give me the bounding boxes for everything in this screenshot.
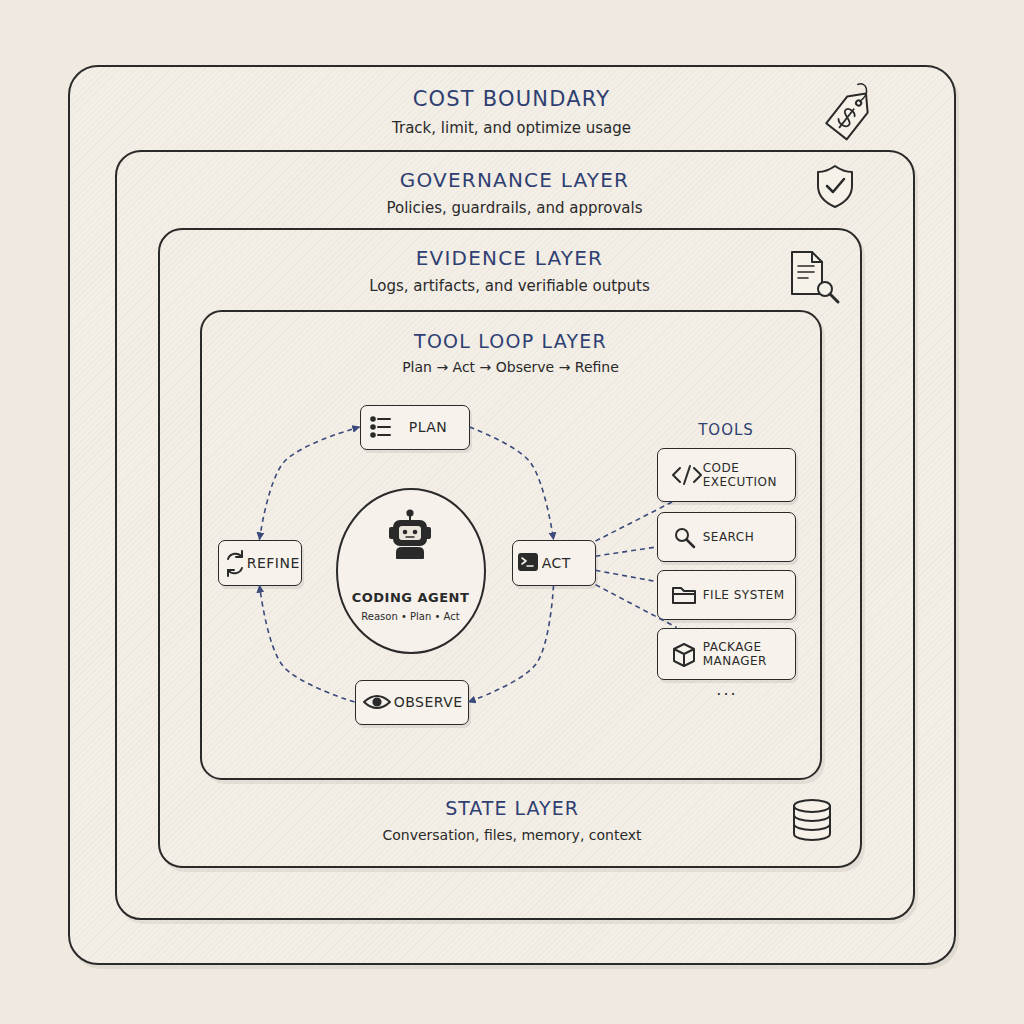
tool-label: FILE SYSTEM <box>703 587 791 601</box>
layer-subtitle: Logs, artifacts, and verifiable outputs <box>160 277 860 295</box>
layer-subtitle: Conversation, files, memory, context <box>262 827 762 844</box>
agent-circle: CODING AGENT Reason • Plan • Act <box>335 487 487 655</box>
agent-circle-shape <box>337 489 485 653</box>
tool-label: SEARCH <box>703 529 791 543</box>
agent-title: CODING AGENT <box>335 590 487 606</box>
layer-title: COST BOUNDARY <box>70 87 953 112</box>
process-box: PLAN <box>360 405 470 450</box>
layer-subtitle: Track, limit, and optimize usage <box>70 119 953 137</box>
tool-label: PACKAGE MANAGER <box>703 639 791 668</box>
process-box: ACT <box>512 540 596 586</box>
ellipsis: ... <box>477 680 977 699</box>
agent-subtitle: Reason • Plan • Act <box>335 611 487 623</box>
agent-circle-outline <box>335 487 487 655</box>
process-box: OBSERVE <box>355 680 469 725</box>
tool-box: CODE EXECUTION <box>657 448 796 502</box>
tool-box: FILE SYSTEM <box>657 570 796 620</box>
step-label: ACT <box>542 554 571 571</box>
step-label: OBSERVE <box>394 694 463 711</box>
layer-title: TOOL LOOP LAYER <box>202 330 820 353</box>
layer-subtitle: Policies, guardrails, and approvals <box>117 199 913 217</box>
step-label: PLAN <box>409 419 448 436</box>
tool-box: PACKAGE MANAGER <box>657 628 796 680</box>
process-box: REFINE <box>218 540 302 586</box>
layer-title: EVIDENCE LAYER <box>160 246 860 270</box>
layer-title: STATE LAYER <box>262 797 762 820</box>
layer-subtitle: Plan → Act → Observe → Refine <box>202 359 820 376</box>
tool-box: SEARCH <box>657 512 796 562</box>
section-heading: TOOLS <box>476 421 976 439</box>
tool-label: CODE EXECUTION <box>703 460 791 489</box>
layer-title: GOVERNANCE LAYER <box>117 168 913 192</box>
evidence-layer: EVIDENCE LAYER Logs, artifacts, and verif… <box>158 228 862 868</box>
tool-loop-layer: TOOL LOOP LAYER Plan → Act → Observe → Re… <box>200 310 822 780</box>
step-label: REFINE <box>247 554 300 571</box>
